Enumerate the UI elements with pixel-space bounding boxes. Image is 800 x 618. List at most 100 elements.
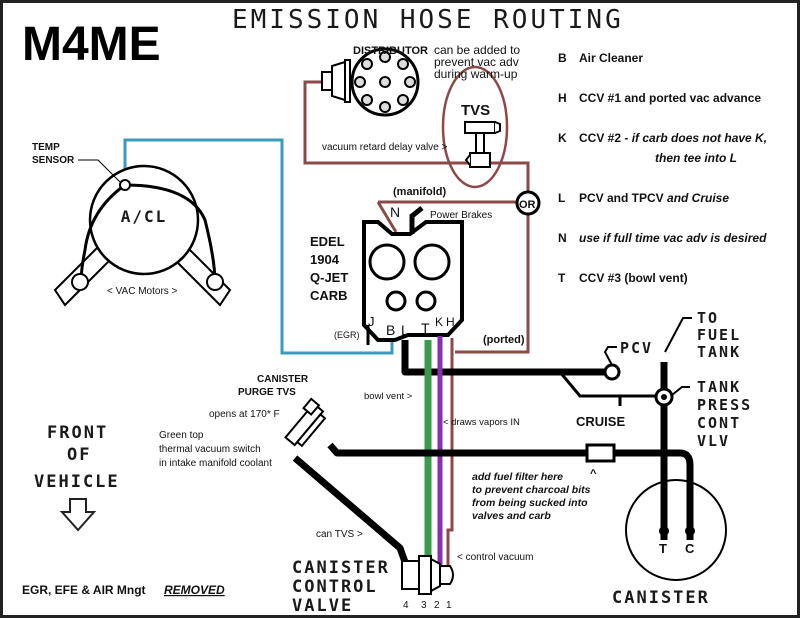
h-to-ccv-hose xyxy=(446,338,454,568)
tvs-label: TVS xyxy=(461,102,490,119)
legend-key-h: H xyxy=(558,91,567,105)
legend-key-k: K xyxy=(558,131,567,145)
cruise-tpcv-hose xyxy=(558,371,662,398)
carb-name-3: Q-JET xyxy=(310,270,348,285)
ccv-port-2: 2 xyxy=(434,600,440,611)
filter-note-2: to prevent charcoal bits xyxy=(472,484,591,496)
filter-note-3: from being sucked into xyxy=(472,497,588,509)
temp-sensor-label-1: TEMP xyxy=(32,142,60,153)
tvs-highlight-ellipse xyxy=(441,65,509,189)
to-fuel-tank-1: TO xyxy=(697,309,719,327)
carb-port-t: T xyxy=(421,320,430,336)
filter-caret: ^ xyxy=(590,468,597,480)
pcv-valve xyxy=(603,363,621,381)
removed-prefix: EGR, EFE & AIR Mngt xyxy=(22,583,146,597)
canister-purge-tvs xyxy=(284,397,327,448)
ccv-title-3: VALVE xyxy=(292,596,353,616)
distributor-posts xyxy=(354,51,416,113)
vac-motor-right xyxy=(206,273,224,291)
vac-motors-label: < VAC Motors > xyxy=(107,286,178,297)
power-brakes-fitting xyxy=(409,206,424,234)
diagram-title: EMISSION HOSE ROUTING xyxy=(232,5,624,35)
or-label: OR xyxy=(519,199,536,211)
vac-advance-canister xyxy=(331,60,346,102)
temp-sensor xyxy=(119,179,131,191)
carb-name-1: EDEL xyxy=(310,234,345,249)
air-cleaner-label: A/CL xyxy=(121,207,168,226)
carb-port-n: N xyxy=(390,204,400,220)
ccv-port-4: 4 xyxy=(403,600,409,611)
canister-label: CANISTER xyxy=(612,588,710,608)
carb-port-j: J xyxy=(368,314,375,329)
carburetor xyxy=(362,206,464,345)
legend-text-h: CCV #1 and ported vac advance xyxy=(579,91,761,105)
purge-to-canister-c-hose xyxy=(613,449,694,540)
tvs-valve: TVS xyxy=(461,102,501,168)
draws-vapors-label: < draws vapors IN xyxy=(443,417,520,428)
ccv-port-3: 3 xyxy=(421,600,427,611)
charcoal-canister xyxy=(625,479,727,581)
canister-port-t-dot xyxy=(659,526,669,536)
tank-press-3: CONT xyxy=(697,414,741,432)
carb-port-k: K xyxy=(435,315,443,329)
carb-name-2: 1904 xyxy=(310,252,340,267)
distributor-note-1: can be added to xyxy=(434,43,520,57)
vacuum-hoses-brown xyxy=(303,80,530,568)
purge-tvs-desc-2: thermal vacuum switch xyxy=(159,444,261,455)
front-label-1: FRONT xyxy=(47,423,108,443)
removed-word: REMOVED xyxy=(164,583,225,597)
pcv-label: PCV xyxy=(620,339,653,357)
manifold-label: (manifold) xyxy=(393,186,446,198)
legend-text-t: CCV #3 (bowl vent) xyxy=(579,271,688,285)
egr-label: (EGR) xyxy=(334,330,360,340)
vac-advance-nipple xyxy=(321,71,333,91)
tank-press-2: PRESS xyxy=(697,396,752,414)
distributor-vac-hose xyxy=(303,80,530,192)
canister-port-c-dot xyxy=(685,526,695,536)
tpcv-center xyxy=(661,394,667,400)
delay-valve-label: vacuum retard delay valve > xyxy=(322,142,448,153)
front-label-2: OF xyxy=(67,445,91,465)
tank-press-4: VLV xyxy=(697,432,730,450)
canister-port-c: C xyxy=(685,541,695,556)
filter-note-1: add fuel filter here xyxy=(472,471,563,483)
purge-tvs-hose xyxy=(327,442,587,457)
purge-tvs-title-1: CANISTER xyxy=(257,374,309,385)
tank-press-1: TANK xyxy=(697,378,741,396)
legend-key-n: N xyxy=(558,231,567,245)
purge-tvs-desc-1: Green top xyxy=(159,430,204,441)
l-port-pcv-hose xyxy=(401,340,608,376)
front-arrow-down-icon xyxy=(59,498,97,532)
cruise-label: CRUISE xyxy=(576,414,625,429)
carb-port-l: L xyxy=(401,322,409,338)
ccv-title-1: CANISTER xyxy=(292,558,390,578)
temp-sensor-blue-hose xyxy=(123,138,394,355)
fuel-filter xyxy=(585,443,616,463)
or-junction xyxy=(515,190,541,216)
to-fuel-tank-2: FUEL xyxy=(697,326,741,344)
ccv-title-2: CONTROL xyxy=(292,577,378,597)
legend-text-l: PCV and TPCV and Cruise xyxy=(579,191,729,205)
legend-key-t: T xyxy=(558,271,566,285)
distributor xyxy=(321,47,420,117)
purge-tvs-desc-3: in intake manifold coolant xyxy=(159,458,272,469)
to-fuel-tank-3: TANK xyxy=(697,343,741,361)
control-vacuum-label: < control vacuum xyxy=(457,552,533,563)
can-tvs-label: can TVS > xyxy=(316,529,363,540)
air-cleaner xyxy=(53,164,232,307)
vac-motor-right-hose xyxy=(124,183,217,283)
ported-label: (ported) xyxy=(483,334,525,346)
canister-control-valve xyxy=(401,555,454,595)
ported-hose xyxy=(455,214,530,354)
legend-text-k-cont: then tee into L xyxy=(655,151,737,165)
legend-key-b: B xyxy=(558,51,567,65)
distributor-note-2: prevent vac adv xyxy=(434,55,519,69)
bowl-vent-label: bowl vent > xyxy=(364,391,413,402)
legend-text-b: Air Cleaner xyxy=(579,51,643,65)
tpcv-leader xyxy=(671,386,690,396)
port-legend: B Air Cleaner H CCV #1 and ported vac ad… xyxy=(558,51,767,285)
ccv-port-1: 1 xyxy=(446,600,452,611)
